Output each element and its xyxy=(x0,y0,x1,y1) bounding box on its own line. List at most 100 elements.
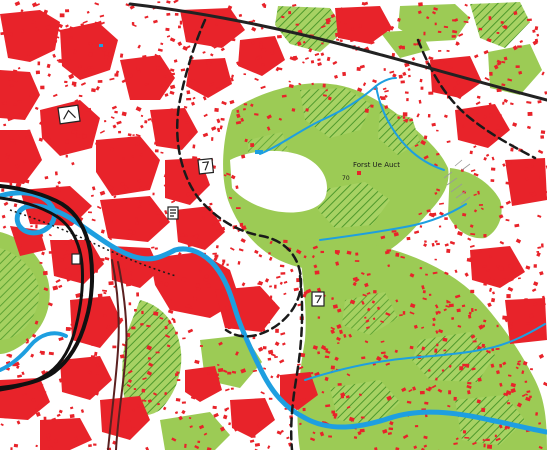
building-dot xyxy=(146,370,153,376)
building-dot xyxy=(240,368,247,374)
building-dot xyxy=(441,369,445,372)
building-dot xyxy=(243,73,247,76)
building-dot xyxy=(418,2,423,7)
building-dot xyxy=(464,436,470,439)
building-dot xyxy=(103,291,107,295)
building-dot xyxy=(291,108,296,112)
building-dot xyxy=(135,221,139,225)
building-dot xyxy=(464,272,469,277)
building-dot xyxy=(56,59,61,63)
building-dot xyxy=(82,20,88,24)
building-dot xyxy=(404,118,408,123)
building-dot xyxy=(297,41,302,46)
building-dot xyxy=(39,121,44,126)
building-dot xyxy=(206,66,211,69)
building-dot xyxy=(243,103,248,106)
building-dot xyxy=(234,418,240,423)
building-dot xyxy=(393,232,399,237)
building-dot xyxy=(65,267,70,272)
building-dot xyxy=(43,9,49,15)
building-dot xyxy=(478,204,483,206)
building-dot xyxy=(289,56,295,61)
building-dot xyxy=(220,47,225,52)
building-dot xyxy=(129,279,134,283)
building-dot xyxy=(219,11,225,17)
building-dot xyxy=(124,185,128,190)
building-dot xyxy=(432,317,436,322)
building-dot xyxy=(432,271,438,275)
building-dot xyxy=(181,401,186,404)
building-dot xyxy=(401,387,407,393)
building-dot xyxy=(508,324,513,329)
building-dot xyxy=(252,369,258,373)
building-dot xyxy=(305,288,312,294)
building-dot xyxy=(34,26,39,32)
building-dot xyxy=(469,224,474,228)
building-dot xyxy=(286,436,290,440)
building-dot xyxy=(110,116,115,119)
building-dot xyxy=(384,89,389,93)
building-dot xyxy=(13,103,17,106)
building-dot xyxy=(391,52,396,58)
building-dot xyxy=(241,282,246,287)
building-dot xyxy=(517,277,521,280)
building-dot xyxy=(65,139,69,144)
building-dot xyxy=(397,17,401,22)
building-dot xyxy=(295,23,300,26)
building-dot xyxy=(539,271,544,276)
building-dot xyxy=(392,73,397,78)
building-dot xyxy=(453,86,457,90)
building-dot xyxy=(532,29,536,33)
building-dot xyxy=(531,288,537,293)
building-dot xyxy=(473,54,479,59)
building-dot xyxy=(443,114,448,118)
building-dot xyxy=(310,60,315,64)
building-dot xyxy=(176,379,181,382)
building-dot xyxy=(225,388,230,392)
building-dot xyxy=(526,125,531,130)
building-dot xyxy=(510,382,517,388)
building-dot xyxy=(175,373,179,376)
building-dot xyxy=(468,311,472,315)
building-dot xyxy=(434,22,437,26)
building-dot xyxy=(42,270,48,276)
building-dot xyxy=(525,265,531,270)
building-dot xyxy=(464,3,468,7)
building-dot xyxy=(119,354,125,359)
building-dot xyxy=(353,436,358,440)
building-dot xyxy=(175,397,181,402)
building-dot xyxy=(119,53,124,58)
building-dot xyxy=(456,42,460,46)
building-dot xyxy=(122,157,125,160)
building-dot xyxy=(95,142,99,145)
building-dot xyxy=(44,176,49,180)
building-dot xyxy=(220,117,225,121)
building-dot xyxy=(428,212,434,217)
building-dot xyxy=(91,218,96,222)
building-dot xyxy=(277,67,283,71)
building-dot xyxy=(87,370,93,375)
building-dot xyxy=(48,251,53,254)
building-dot xyxy=(56,413,61,418)
building-dot xyxy=(524,380,528,383)
building-dot xyxy=(141,310,144,315)
building-dot xyxy=(5,153,11,157)
building-dot xyxy=(99,258,105,262)
building-dot xyxy=(335,32,341,37)
building-dot xyxy=(230,77,234,82)
building-dot xyxy=(30,353,35,358)
building-dot xyxy=(73,84,77,87)
building-dot xyxy=(484,77,490,81)
building-dot xyxy=(112,318,116,321)
building-dot xyxy=(148,199,154,205)
building-dot xyxy=(528,313,534,319)
building-dot xyxy=(216,377,220,380)
dashed-roads xyxy=(176,18,537,450)
building-dot xyxy=(67,273,72,277)
building-dot xyxy=(409,311,415,315)
building-dot xyxy=(223,174,227,177)
building-dot xyxy=(116,120,122,125)
building-dot xyxy=(156,65,162,71)
building-dot xyxy=(434,348,438,353)
building-dot xyxy=(164,93,169,97)
